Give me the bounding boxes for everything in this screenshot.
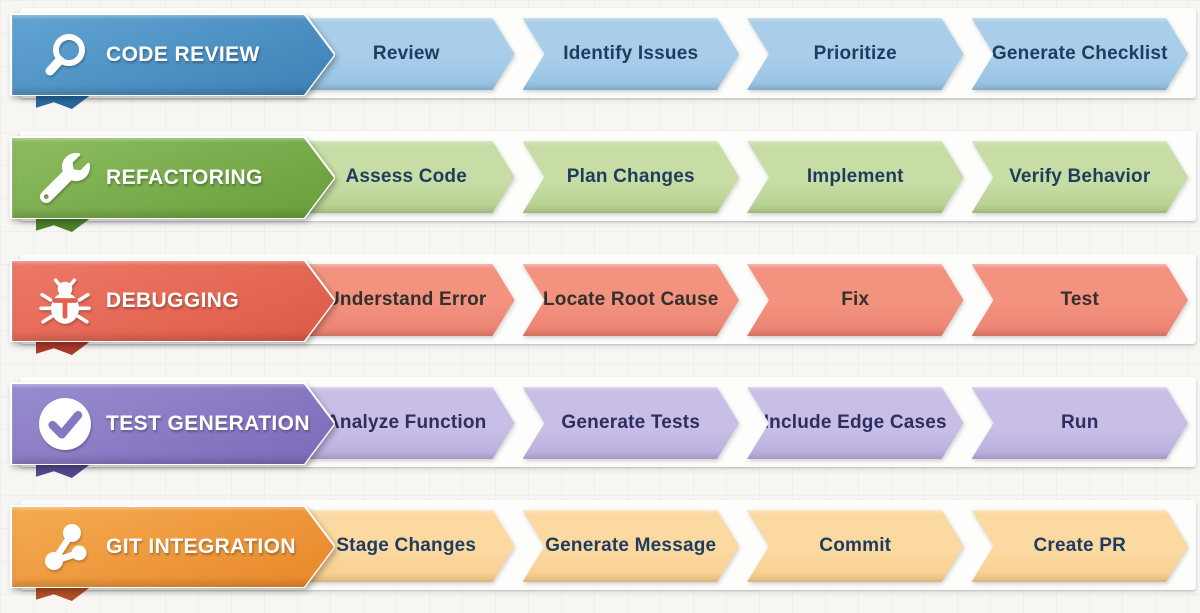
ribbon-fold: [36, 586, 92, 601]
step-label: Review: [372, 43, 440, 64]
wrench-icon: [36, 149, 94, 207]
step-label: Run: [1060, 412, 1099, 433]
ribbon-header: DEBUGGING: [12, 261, 334, 341]
row-title: DEBUGGING: [106, 289, 240, 312]
bug-icon: [36, 272, 94, 330]
step-chevron: Run: [972, 387, 1189, 459]
steps-track: Understand Error Locate Root Cause Fix T…: [298, 264, 1188, 336]
workflow-row-git-integration: Stage Changes Generate Message Commit Cr…: [20, 500, 1196, 601]
ribbon-fold: [36, 217, 92, 232]
step-label: Test: [1060, 289, 1099, 310]
search-icon: [36, 26, 94, 84]
ribbon-header: CODE REVIEW: [12, 15, 334, 95]
steps-track: Review Identify Issues Prioritize Genera…: [298, 18, 1188, 90]
step-chevron: Review: [298, 18, 515, 90]
ribbon-fold: [36, 463, 92, 478]
step-chevron: Plan Changes: [523, 141, 740, 213]
row-title: GIT INTEGRATION: [106, 535, 296, 558]
step-chevron: Verify Behavior: [972, 141, 1189, 213]
step-label: Locate Root Cause: [543, 289, 719, 310]
step-label: Understand Error: [325, 289, 487, 310]
step-chevron: Understand Error: [298, 264, 515, 336]
steps-track: Analyze Function Generate Tests Include …: [298, 387, 1188, 459]
ribbon-header: GIT INTEGRATION: [12, 507, 334, 587]
step-label: Generate Tests: [561, 412, 701, 433]
workflow-diagram: Review Identify Issues Prioritize Genera…: [0, 8, 1196, 601]
ribbon-fold: [36, 94, 92, 109]
step-chevron: Generate Checklist: [972, 18, 1189, 90]
step-label: Assess Code: [345, 166, 468, 187]
step-chevron: Test: [972, 264, 1189, 336]
row-title: TEST GENERATION: [106, 412, 310, 435]
step-chevron: Generate Tests: [523, 387, 740, 459]
step-label: Generate Message: [545, 535, 717, 556]
step-chevron: Fix: [747, 264, 964, 336]
steps-track: Assess Code Plan Changes Implement Verif…: [298, 141, 1188, 213]
step-label: Generate Checklist: [991, 43, 1168, 64]
step-label: Implement: [806, 166, 904, 187]
step-chevron: Include Edge Cases: [747, 387, 964, 459]
step-label: Prioritize: [813, 43, 897, 64]
workflow-row-code-review: Review Identify Issues Prioritize Genera…: [20, 8, 1196, 109]
step-chevron: Commit: [747, 510, 964, 582]
step-chevron: Identify Issues: [523, 18, 740, 90]
workflow-row-refactoring: Assess Code Plan Changes Implement Verif…: [20, 131, 1196, 232]
step-label: Create PR: [1033, 535, 1127, 556]
step-label: Plan Changes: [566, 166, 695, 187]
workflow-row-test-generation: Analyze Function Generate Tests Include …: [20, 377, 1196, 478]
step-chevron: Locate Root Cause: [523, 264, 740, 336]
step-chevron: Stage Changes: [298, 510, 515, 582]
step-label: Stage Changes: [336, 535, 477, 556]
step-label: Commit: [819, 535, 892, 556]
step-chevron: Assess Code: [298, 141, 515, 213]
row-title: REFACTORING: [106, 166, 263, 189]
step-chevron: Implement: [747, 141, 964, 213]
step-chevron: Prioritize: [747, 18, 964, 90]
git-branch-icon: [36, 518, 94, 576]
step-chevron: Analyze Function: [298, 387, 515, 459]
workflow-row-debugging: Understand Error Locate Root Cause Fix T…: [20, 254, 1196, 355]
step-chevron: Generate Message: [523, 510, 740, 582]
step-label: Include Edge Cases: [763, 412, 947, 433]
row-title: CODE REVIEW: [106, 43, 260, 66]
ribbon-header: TEST GENERATION: [12, 384, 334, 464]
steps-track: Stage Changes Generate Message Commit Cr…: [298, 510, 1188, 582]
step-label: Analyze Function: [326, 412, 487, 433]
step-label: Verify Behavior: [1009, 166, 1151, 187]
step-label: Fix: [841, 289, 870, 310]
ribbon-header: REFACTORING: [12, 138, 334, 218]
step-chevron: Create PR: [972, 510, 1189, 582]
ribbon-fold: [36, 340, 92, 355]
step-label: Identify Issues: [563, 43, 699, 64]
check-circle-icon: [36, 395, 94, 453]
